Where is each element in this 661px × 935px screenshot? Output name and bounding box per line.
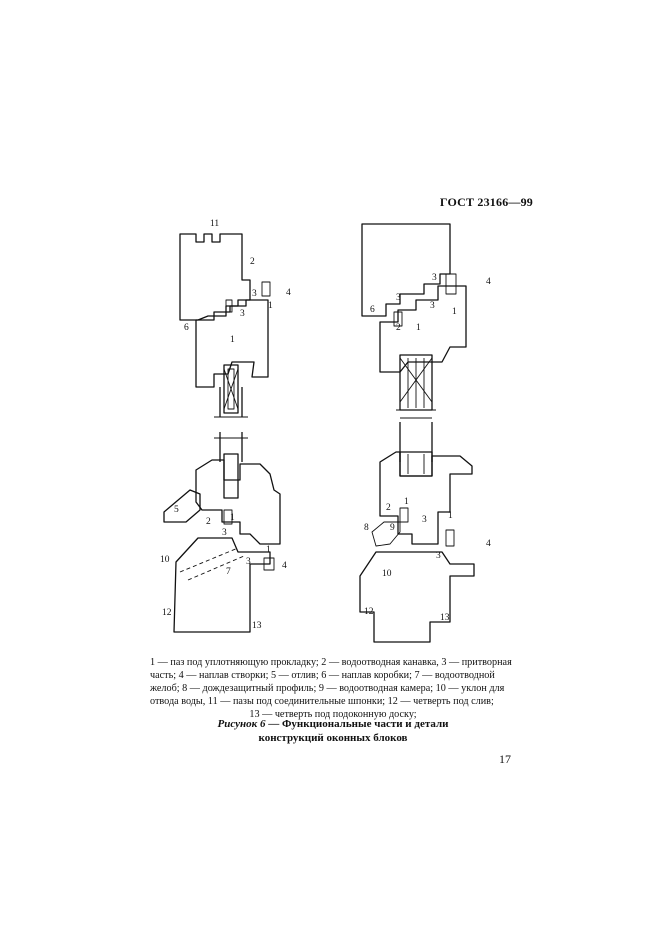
figure-label: Рисунок 6 (217, 718, 266, 730)
label-5: 5 (174, 505, 179, 515)
label-1-bl: 1 (230, 513, 235, 523)
label-3-tr: 3 (432, 273, 437, 283)
label-3b-tr: 3 (396, 293, 401, 303)
legend-line-3: желоб; 8 — дождезащитный профиль; 9 — во… (150, 683, 505, 694)
label-10-br: 10 (382, 569, 392, 579)
label-7: 7 (226, 567, 231, 577)
legend-line-2: часть; 4 — наплав створки; 5 — отлив; 6 … (150, 670, 495, 681)
section-top-left (179, 233, 271, 418)
label-3: 3 (252, 289, 257, 299)
section-top-right (361, 223, 467, 411)
label-1b-br: 1 (448, 511, 453, 521)
label-2-tr: 2 (396, 323, 401, 333)
figure-title-text: — Функциональные части и детали (265, 718, 449, 730)
figure-legend: 1 — паз под уплотняющую прокладку; 2 — в… (150, 656, 516, 721)
legend-line-4: отвода воды, 11 — пазы под соединительны… (150, 696, 494, 707)
label-4-br: 4 (486, 539, 491, 549)
label-12-bl: 12 (162, 608, 172, 618)
label-1: 1 (268, 301, 273, 311)
label-6: 6 (184, 323, 189, 333)
label-1b-bl: 1 (266, 545, 271, 555)
label-2-bl: 2 (206, 517, 211, 527)
label-2: 2 (250, 257, 255, 267)
label-4-tr: 4 (486, 277, 491, 287)
label-1b-tr: 1 (452, 307, 457, 317)
legend-line-1: 1 — паз под уплотняющую прокладку; 2 — в… (150, 657, 512, 668)
label-4-bl: 4 (282, 561, 287, 571)
label-1b: 1 (230, 335, 235, 345)
label-1-tr: 1 (416, 323, 421, 333)
label-3-bl: 3 (222, 528, 227, 538)
document-code: ГОСТ 23166—99 (439, 195, 533, 209)
label-3b-bl: 3 (246, 557, 251, 567)
figure-6-drawing: 11 2 3 1 4 6 3 1 3 4 6 3 3 2 1 1 (150, 212, 510, 652)
label-4: 4 (286, 288, 291, 298)
label-3-br: 3 (422, 515, 427, 525)
label-12-br: 12 (364, 607, 374, 617)
label-3c-tr: 3 (430, 301, 435, 311)
label-6-tr: 6 (370, 305, 375, 315)
label-2-br: 2 (386, 503, 391, 513)
label-11: 11 (210, 219, 219, 229)
section-bottom-right (359, 417, 475, 643)
legend-line-5: 13 — четверть под подоконную доску; (249, 709, 417, 720)
window-sections-svg: 11 2 3 1 4 6 3 1 3 4 6 3 3 2 1 1 (160, 219, 491, 643)
label-10-bl: 10 (160, 555, 170, 565)
label-3b-br: 3 (436, 551, 441, 561)
section-bottom-left (163, 432, 281, 633)
label-9: 9 (390, 523, 395, 533)
label-13-bl: 13 (252, 621, 262, 631)
label-1-br: 1 (404, 497, 409, 507)
figure-title: Рисунок 6 — Функциональные части и детал… (150, 717, 516, 745)
label-13-br: 13 (440, 613, 450, 623)
figure-title-line-2: конструкций оконных блоков (258, 732, 408, 744)
label-8: 8 (364, 523, 369, 533)
label-3b: 3 (240, 309, 245, 319)
page-number: 17 (499, 752, 511, 766)
